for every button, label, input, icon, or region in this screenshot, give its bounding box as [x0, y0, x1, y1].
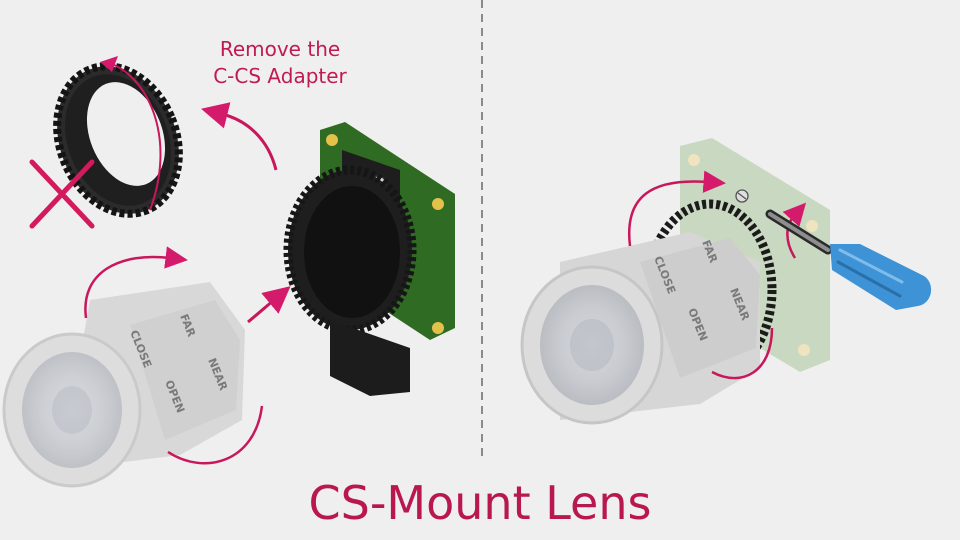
- screwdriver-icon: [765, 209, 932, 310]
- c-cs-adapter-ring: [53, 56, 183, 218]
- arrow-icon: [627, 170, 726, 247]
- cs-lens: CLOSE FAR OPEN NEAR: [2, 282, 245, 488]
- diagram-title: CS-Mount Lens: [308, 476, 652, 530]
- cross-icon: [29, 159, 95, 229]
- arrow-icon: [84, 246, 188, 319]
- cs-lens: CLOSE FAR OPEN NEAR: [520, 232, 760, 425]
- instruction-line-1: Remove the: [219, 37, 341, 61]
- rotation-arc: [711, 327, 774, 380]
- instruction-line-2: C-CS Adapter: [213, 64, 347, 88]
- instruction-caption: Remove the C-CS Adapter: [196, 36, 364, 90]
- arrow-icon: [782, 202, 807, 259]
- arrow-icon: [247, 286, 291, 324]
- rotation-arc: [167, 405, 264, 465]
- camera-module: [283, 122, 455, 396]
- arrow-icon: [201, 102, 278, 171]
